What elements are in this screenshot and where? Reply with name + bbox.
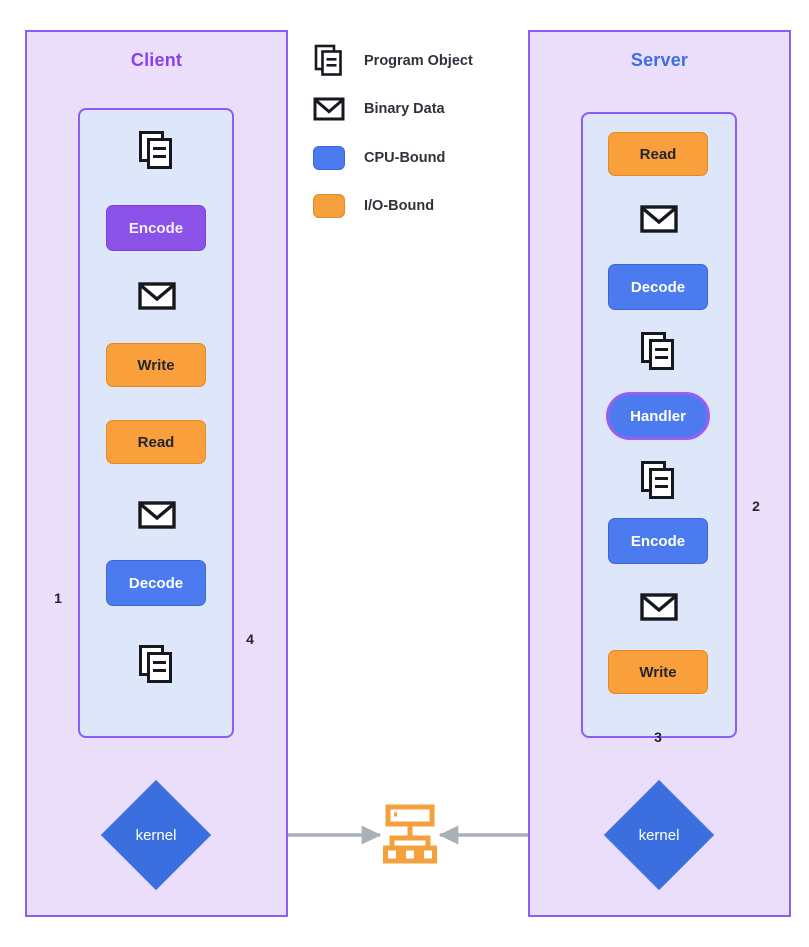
binary-data-icon — [138, 281, 176, 311]
client-decode-label: Decode — [128, 574, 184, 592]
cpu-bound-chip — [313, 146, 345, 170]
legend-item-io-bound: I/O-Bound — [312, 189, 434, 223]
flow-label-3: 3 — [654, 729, 662, 745]
binary-data-icon — [312, 92, 346, 126]
server-read-label: Read — [639, 145, 677, 163]
legend-label-io-bound: I/O-Bound — [364, 198, 435, 214]
legend-item-cpu-bound: CPU-Bound — [312, 141, 445, 175]
server-write-node[interactable]: Write — [608, 650, 708, 694]
client-decode-node[interactable]: Decode — [106, 560, 206, 606]
flow-label-1: 1 — [54, 590, 62, 606]
program-object-icon — [138, 130, 174, 172]
binary-data-icon — [640, 592, 678, 622]
client-read-node[interactable]: Read — [106, 420, 206, 464]
io-bound-swatch — [312, 189, 346, 223]
client-write-node[interactable]: Write — [106, 343, 206, 387]
legend-label-cpu-bound: CPU-Bound — [364, 150, 446, 166]
cpu-bound-swatch — [312, 141, 346, 175]
server-write-label: Write — [639, 663, 677, 681]
io-bound-chip — [313, 194, 345, 218]
client-panel-title: Client — [130, 50, 183, 70]
program-object-icon — [640, 460, 676, 502]
flow-label-4: 4 — [246, 631, 254, 647]
client-write-label: Write — [137, 356, 175, 374]
server-panel-title: Server — [630, 50, 689, 70]
program-object-icon — [640, 331, 676, 373]
client-kernel-label: kernel — [135, 827, 177, 844]
client-encode-node[interactable]: Encode — [106, 205, 206, 251]
server-read-node[interactable]: Read — [608, 132, 708, 176]
flow-label-2: 2 — [752, 498, 760, 514]
legend-item-program-object: Program Object — [312, 44, 473, 78]
network-sitemap-icon — [381, 803, 439, 867]
client-read-label: Read — [137, 433, 175, 451]
binary-data-icon — [138, 500, 176, 530]
client-encode-label: Encode — [128, 219, 184, 237]
legend: Program Object Binary Data CPU-Bound — [312, 40, 512, 240]
legend-label-binary-data: Binary Data — [364, 101, 445, 117]
server-encode-label: Encode — [630, 532, 686, 550]
server-handler-label: Handler — [630, 407, 686, 425]
legend-label-program-object: Program Object — [364, 53, 473, 69]
server-handler-node[interactable]: Handler — [606, 392, 710, 440]
server-decode-label: Decode — [630, 278, 686, 296]
program-object-icon — [312, 44, 346, 78]
server-encode-node[interactable]: Encode — [608, 518, 708, 564]
legend-item-binary-data: Binary Data — [312, 92, 445, 126]
server-kernel-label: kernel — [638, 827, 680, 844]
binary-data-icon — [640, 204, 678, 234]
program-object-icon — [138, 644, 174, 686]
server-decode-node[interactable]: Decode — [608, 264, 708, 310]
